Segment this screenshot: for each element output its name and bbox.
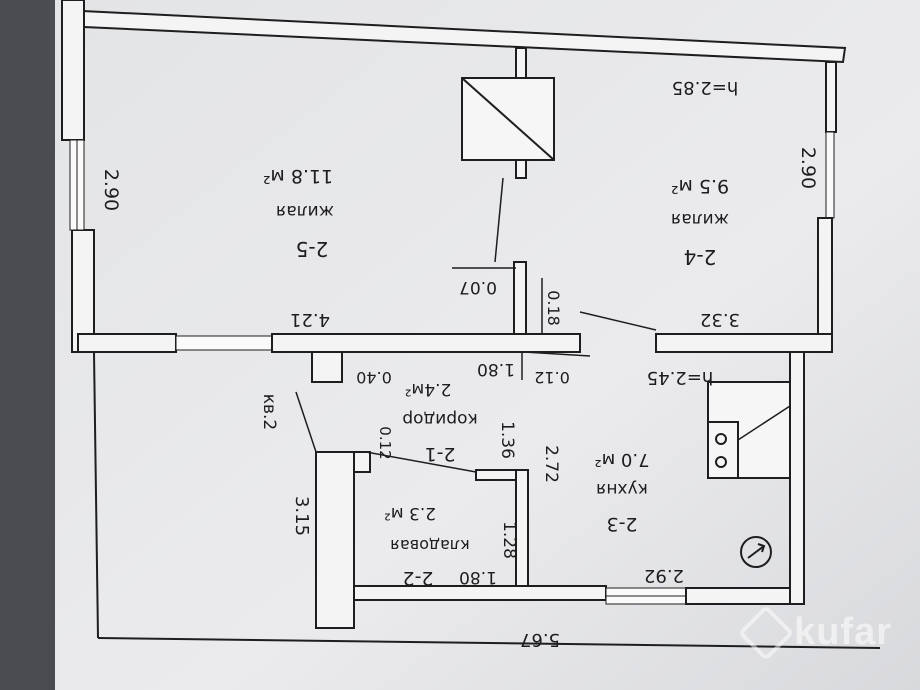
corridor-area: 2.4м² [405, 379, 452, 399]
storage-top-stub [353, 451, 371, 473]
dim-421: 4.21 [290, 309, 330, 330]
left-wall-top [61, 0, 85, 141]
mid-window [175, 335, 273, 351]
room-2-5-id: 2-5 [296, 237, 329, 261]
dim-012-corridor: 0.12 [534, 368, 570, 387]
storage-bottom-wall [353, 585, 607, 601]
dim-040: 0.40 [356, 368, 392, 387]
dim-332: 3.32 [700, 309, 740, 330]
leader-lines [295, 267, 657, 473]
room-2-5-type: жилая [276, 201, 334, 221]
right-wall-lower [817, 217, 833, 353]
corridor-id: 2-1 [424, 443, 455, 465]
dim-272: 2.72 [541, 445, 561, 483]
north-arrow-icon [740, 536, 772, 568]
mid-wall-left [77, 333, 177, 353]
room-2-4-area: 9.5 м² [671, 175, 729, 197]
watermark: kufar [737, 604, 892, 661]
partition-upper [515, 47, 527, 81]
right-wall-upper [825, 61, 837, 133]
dim-018: 0.18 [544, 290, 563, 326]
height-top: h=2.85 [672, 77, 739, 98]
mid-wall-right [655, 333, 833, 353]
dim-left-290: 2.90 [100, 169, 122, 211]
dim-292: 2.92 [644, 565, 684, 586]
stove-block [461, 77, 555, 263]
right-window [825, 131, 835, 219]
kitchen-type: кухня [596, 479, 648, 499]
storage-id: 2-2 [402, 567, 433, 589]
corridor-type: коридор [402, 409, 477, 429]
storage-type: кладовая [390, 536, 469, 555]
dim-128: 1.28 [499, 521, 519, 559]
partition-bottom [513, 261, 527, 335]
room-2-5-area: 11.8 м² [263, 165, 333, 187]
dim-567: 5.67 [520, 629, 560, 650]
dim-007: 0.07 [459, 277, 497, 297]
mid-wall-centre [271, 333, 581, 353]
storage-left-wall [315, 451, 355, 629]
partition-lower [515, 159, 527, 179]
walls [61, 0, 881, 649]
watermark-text: kufar [794, 611, 892, 653]
room-2-4-id: 2-4 [684, 245, 717, 269]
height-mid: h=2.45 [647, 367, 714, 388]
kufar-logo-icon [737, 604, 795, 661]
labels: 2-5 жилая 11.8 м² 2-4 жилая 9.5 м² h=2.8… [100, 77, 819, 650]
kitchen-id: 2-3 [606, 513, 637, 535]
kitchen-stove [707, 381, 791, 479]
dim-180-storage: 1.80 [459, 567, 497, 587]
dim-right-290: 2.90 [797, 147, 819, 189]
storage-area: 2.3 м² [384, 503, 436, 523]
room-2-4-type: жилая [671, 209, 729, 229]
kitchen-right-wall [789, 351, 805, 605]
kitchen-area: 7.0 м² [594, 449, 649, 470]
dim-012-storage: 0.12 [376, 426, 394, 459]
dim-136: 1.36 [497, 421, 517, 459]
photo-background [0, 0, 55, 690]
dim-315: 3.15 [291, 496, 312, 536]
corridor-stub [311, 351, 343, 383]
outer-line-left [93, 351, 99, 639]
dim-180-corridor: 1.80 [477, 359, 515, 379]
bottom-wall-right [685, 587, 805, 605]
outer-line-bottom [97, 637, 881, 649]
apartment-label: кв.2 [259, 394, 279, 431]
